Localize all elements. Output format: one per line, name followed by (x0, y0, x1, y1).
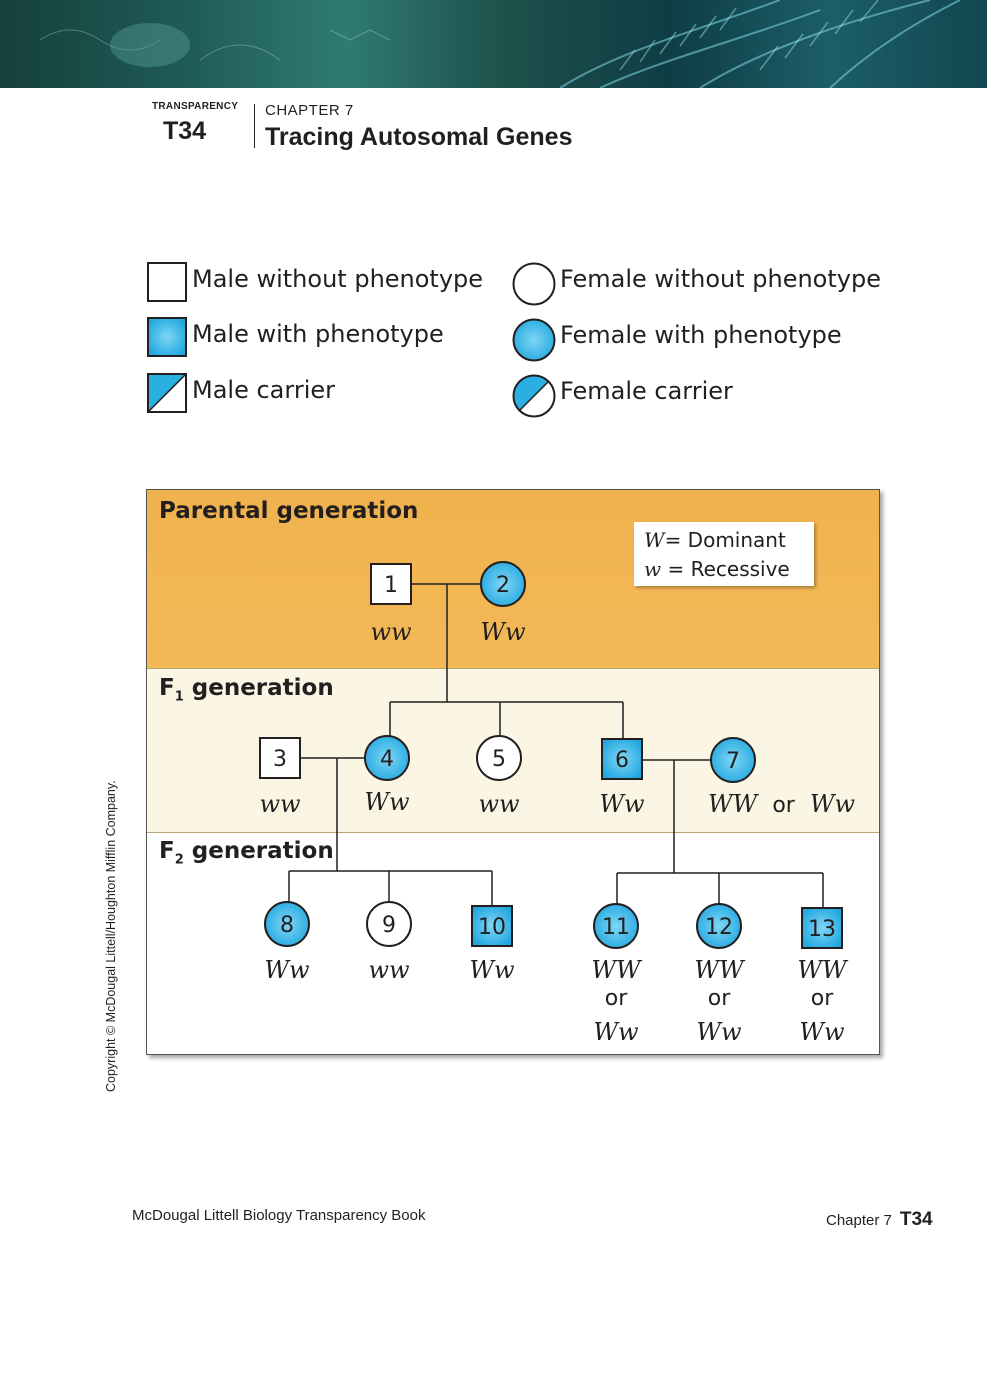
f2-generation-label: F2 generation (159, 838, 334, 868)
genotype-label: ww (259, 790, 301, 818)
individual-number: 1 (384, 573, 398, 598)
genotype-label: Ww (264, 956, 310, 984)
recessive-key: w = Recessive (644, 557, 790, 581)
genotype-label: WW or Ww (708, 790, 856, 818)
individual-number: 2 (496, 573, 510, 598)
genotype-label: or (604, 986, 628, 1011)
individual-symbol (601, 738, 643, 780)
genotype-label: ww (368, 956, 410, 984)
individual-symbol (593, 903, 639, 949)
individual-4-female-circle-icon: 4 (364, 735, 410, 781)
individual-symbol (259, 737, 301, 779)
copyright-notice: Copyright © McDougal Littell/Houghton Mi… (104, 780, 118, 1092)
genotype-label: ww (370, 618, 412, 646)
individual-3-male-square-icon: 3 (259, 737, 301, 779)
individual-symbol (801, 907, 843, 949)
individual-symbol (366, 901, 412, 947)
legend-label: Male carrier (192, 376, 335, 404)
individual-number: 6 (615, 748, 629, 773)
header-divider (254, 104, 255, 148)
transparency-label: TRANSPARENCY (152, 101, 239, 112)
footer-book-title: McDougal Littell Biology Transparency Bo… (132, 1207, 426, 1224)
genotype-label: Ww (593, 1018, 639, 1046)
individual-2-female-circle-icon: 2 (480, 561, 526, 607)
individual-symbol (710, 737, 756, 783)
banner-fern-art (39, 0, 961, 88)
individual-number: 13 (808, 917, 836, 942)
individual-number: 3 (273, 747, 287, 772)
individual-symbol (364, 735, 410, 781)
individual-13-male-square-icon: 13 (801, 907, 843, 949)
individual-6-male-square-icon: 6 (601, 738, 643, 780)
individual-number: 7 (726, 749, 740, 774)
individual-symbol (476, 735, 522, 781)
dominant-key: W= Dominant (644, 528, 786, 552)
legend-label: Female without phenotype (560, 265, 881, 293)
individual-12-female-circle-icon: 12 (696, 903, 742, 949)
individual-symbol (480, 561, 526, 607)
individual-number: 8 (280, 913, 294, 938)
individual-10-male-square-icon: 10 (471, 905, 513, 947)
chapter-label: CHAPTER 7 (265, 102, 354, 119)
individual-number: 4 (380, 747, 394, 772)
legend-label: Female with phenotype (560, 321, 842, 349)
individual-1-male-square-icon: 1 (370, 563, 412, 605)
individual-11-female-circle-icon: 11 (593, 903, 639, 949)
allele-key-box: W= Dominant w = Recessive (634, 522, 814, 586)
genotype-label: Ww (696, 1018, 742, 1046)
genotype-label: or (707, 986, 731, 1011)
individual-symbol (264, 901, 310, 947)
genotype-label: Ww (599, 790, 645, 818)
male-unaffected-symbol-icon (147, 262, 187, 302)
individual-symbol (696, 903, 742, 949)
individual-symbol (370, 563, 412, 605)
individual-number: 10 (478, 915, 506, 940)
legend-label: Male without phenotype (192, 265, 484, 293)
genotype-label: or (810, 986, 834, 1011)
genotype-label: Ww (480, 618, 526, 646)
individual-number: 9 (382, 913, 396, 938)
pedigree-chart: Parental generation F1 generation F2 gen… (146, 489, 880, 1055)
genotype-label: Ww (799, 1018, 845, 1046)
genotype-label: Ww (469, 956, 515, 984)
individual-9-female-circle-icon: 9 (366, 901, 412, 947)
individual-number: 11 (602, 915, 630, 940)
individual-symbol (471, 905, 513, 947)
header-banner-image (0, 0, 987, 88)
f1-generation-label: F1 generation (159, 675, 334, 705)
female-affected-symbol-icon (512, 318, 556, 362)
parental-generation-label: Parental generation (159, 498, 419, 524)
male-carrier-symbol-icon (147, 373, 187, 413)
individual-7-female-circle-icon: 7 (710, 737, 756, 783)
individual-number: 12 (705, 915, 733, 940)
connector-lines (288, 583, 824, 907)
genotype-label: WW (591, 956, 641, 984)
male-affected-symbol-icon (147, 317, 187, 357)
legend-label: Male with phenotype (192, 320, 444, 348)
genotype-label: WW (694, 956, 744, 984)
individual-number: 5 (492, 747, 506, 772)
genotype-label: Ww (364, 788, 410, 816)
individual-8-female-circle-icon: 8 (264, 901, 310, 947)
genotype-label: ww (478, 790, 520, 818)
legend-label: Female carrier (560, 377, 733, 405)
female-unaffected-symbol-icon (512, 262, 556, 306)
individual-5-female-circle-icon: 5 (476, 735, 522, 781)
page-title: Tracing Autosomal Genes (265, 123, 573, 151)
genotype-label: WW (797, 956, 847, 984)
transparency-number: T34 (163, 117, 207, 145)
female-carrier-symbol-icon (512, 374, 556, 418)
